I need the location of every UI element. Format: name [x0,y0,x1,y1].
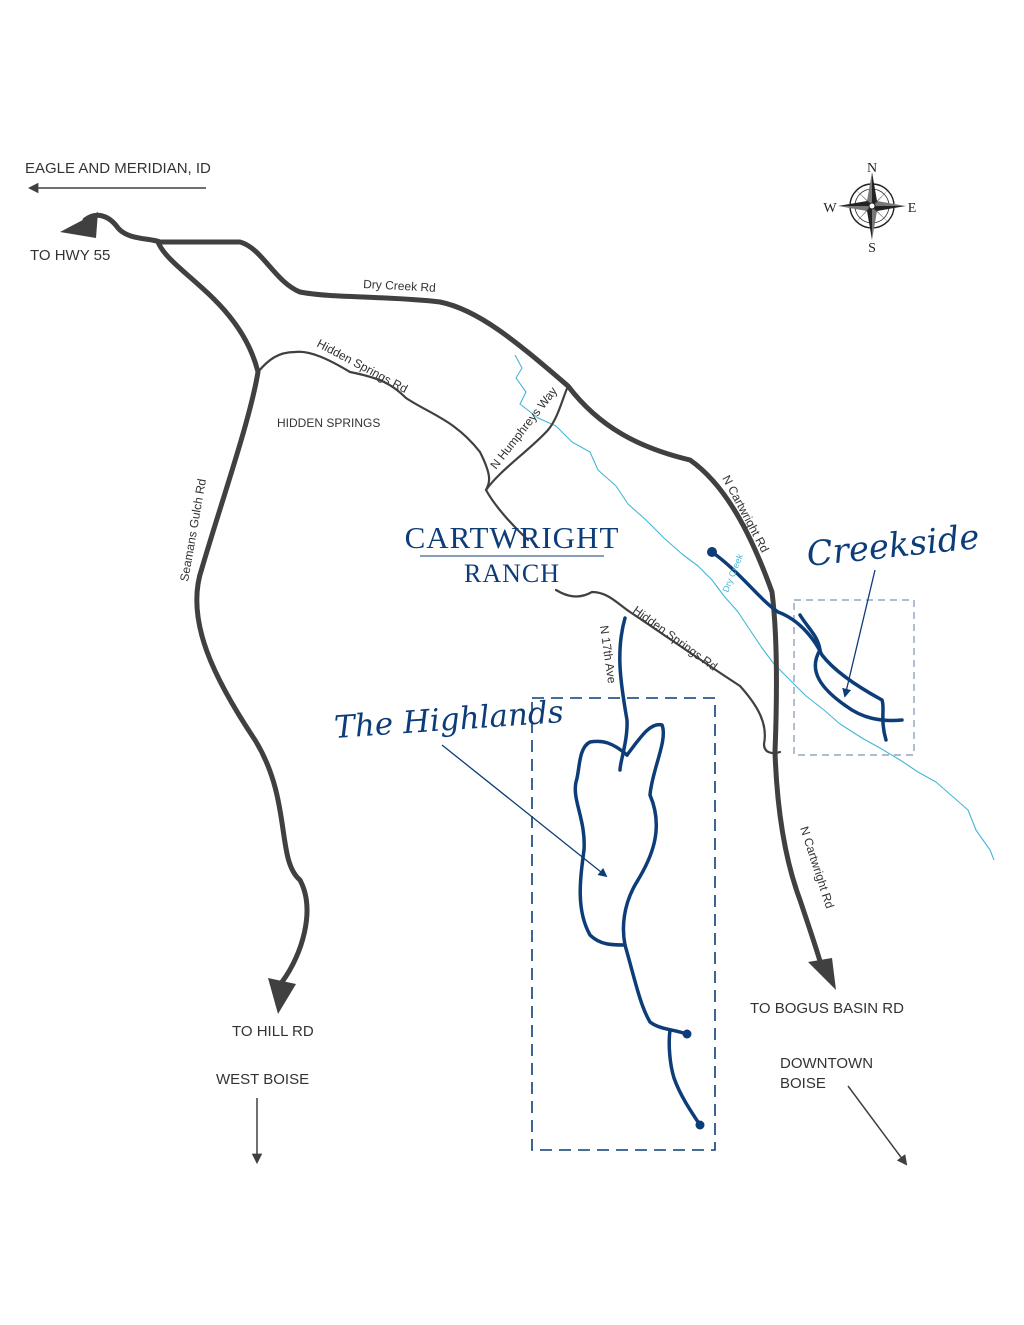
west-boise-label: WEST BOISE [216,1071,309,1088]
cartwright-ranch-logo: CARTWRIGHT RANCH [405,520,620,588]
creekside-top-loop [798,613,822,652]
n-17th-ave-road [618,616,629,772]
highlands-label: The Highlands [333,694,565,746]
eagle-meridian-label: EAGLE AND MERIDIAN, ID [25,160,211,177]
creekside-loop-road [813,648,904,723]
highlands-loop-road [621,722,688,1036]
dry-creek-stream-label: Dry Creek [721,552,746,594]
dry-creek-stream [514,354,995,861]
dry-creek-road-label: Dry Creek Rd [363,277,436,295]
downtown-label-2: BOISE [780,1075,826,1092]
hidden-springs-label: HIDDEN SPRINGS [277,416,380,430]
highlands-endpoint-1 [682,1029,692,1039]
creekside-label: Creekside [805,517,982,575]
compass-rose: N S E W [823,161,916,256]
creekside-pointer [842,569,876,698]
n-humphreys-way [484,384,570,492]
seamans-gulch-road [155,239,310,985]
compass-e: E [908,201,917,216]
hwy55-label: TO HWY 55 [30,247,110,264]
hill-rd-arrowhead [268,978,296,1014]
compass-n: N [867,161,877,176]
n-cartwright-road-label-upper: N Cartwright Rd [719,473,771,555]
highlands-boundary [531,697,716,1151]
hill-rd-label: TO HILL RD [232,1023,314,1040]
creekside-main-road [710,550,888,742]
bogus-basin-arrowhead [808,958,836,990]
n-17th-ave-label: N 17th Ave [597,624,619,684]
compass-w: W [823,201,837,216]
compass-s: S [868,241,876,256]
creekside-endpoint [707,547,717,557]
highlands-endpoint-2 [695,1120,705,1130]
downtown-label-1: DOWNTOWN [780,1055,873,1072]
brand-line-1: CARTWRIGHT [405,520,620,555]
bogus-basin-label: TO BOGUS BASIN RD [750,1000,904,1017]
dry-creek-road [82,212,825,971]
n-cartwright-road-label-lower: N Cartwright Rd [797,825,837,911]
brand-line-2: RANCH [464,559,560,588]
highlands-west-loop [573,739,629,947]
creekside-boundary [793,599,915,756]
downtown-arrow [847,1085,908,1166]
hwy55-arrowhead [60,212,98,238]
highlands-pointer [441,744,608,878]
highlands-south-spur [667,1028,702,1127]
hidden-springs-road-label: Hidden Springs Rd [315,336,411,396]
hidden-springs-road-lower-label: Hidden Springs Rd [630,603,720,674]
hidden-springs-road-lower [554,588,782,755]
